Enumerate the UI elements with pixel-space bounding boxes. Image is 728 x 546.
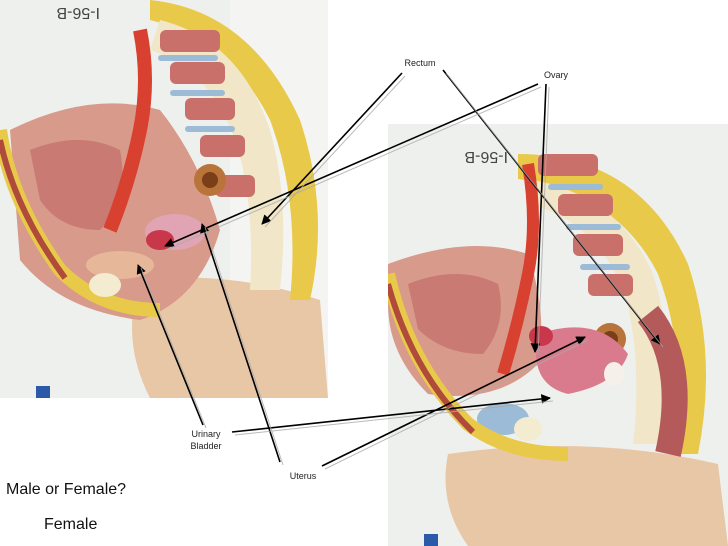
left-model-photo: I-56-B [0, 0, 328, 398]
label-urinary-line1: Urinary [191, 429, 221, 439]
label-urinary-bladder: Urinary Bladder [184, 428, 228, 452]
label-uterus: Uterus [289, 471, 317, 481]
right-model-photo: I-56-B [388, 124, 728, 546]
model-tag-right: I-56-B [464, 148, 508, 165]
model-tag-left: I-56-B [56, 4, 100, 21]
label-rectum: Rectum [404, 58, 436, 68]
label-ovary: Ovary [543, 70, 568, 80]
answer-text: Female [44, 516, 98, 533]
label-urinary-line2: Bladder [190, 441, 222, 451]
question-text: Male or Female? [6, 481, 127, 498]
